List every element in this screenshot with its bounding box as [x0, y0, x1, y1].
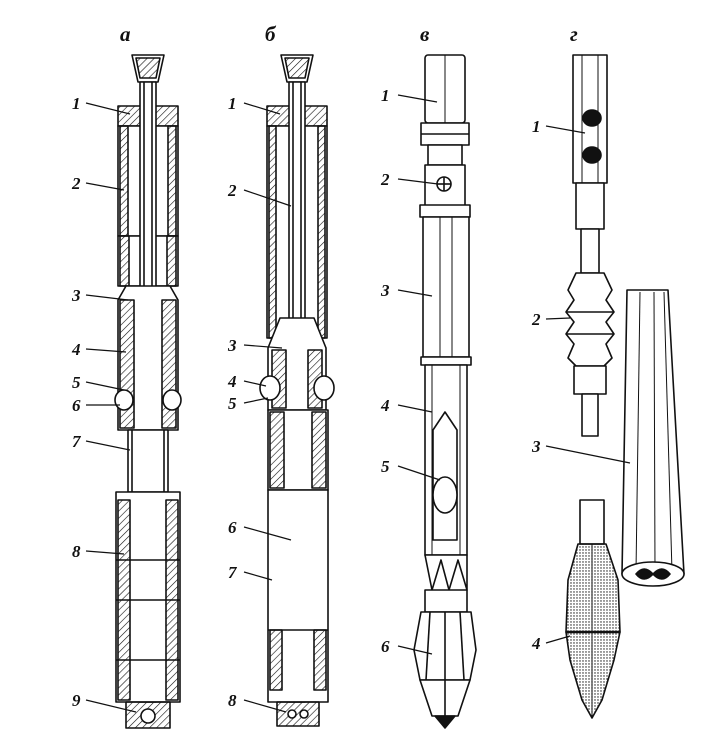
callout-b-1: 1	[228, 94, 237, 113]
callout-c-2: 2	[380, 170, 390, 189]
panel-a-callouts: 1 2 3 4 5 6 7 8 9	[71, 94, 82, 710]
panel-b-title: б	[265, 22, 277, 46]
callout-a-2: 2	[71, 174, 81, 193]
panel-c: в	[380, 22, 477, 729]
callout-d-2: 2	[531, 310, 541, 329]
callout-b-5: 5	[228, 394, 237, 413]
panel-a-drawing	[114, 54, 182, 729]
callout-b-8: 8	[228, 691, 237, 710]
panel-d-title: г	[570, 22, 578, 46]
panel-c-leaders	[397, 94, 441, 655]
panel-a-leaders	[85, 102, 137, 713]
callout-b-3: 3	[227, 336, 237, 355]
callout-b-7: 7	[228, 563, 238, 582]
panel-d-leaders	[545, 125, 631, 644]
callout-b-4: 4	[227, 372, 237, 391]
panel-d-callouts: 1 2 3 4	[531, 117, 541, 653]
callout-a-3: 3	[71, 286, 81, 305]
callout-c-6: 6	[381, 637, 390, 656]
callout-b-6: 6	[228, 518, 237, 537]
callout-d-3: 3	[531, 437, 541, 456]
callout-a-7: 7	[72, 432, 82, 451]
callout-c-1: 1	[381, 86, 390, 105]
panel-c-title: в	[420, 22, 430, 46]
callout-c-3: 3	[380, 281, 390, 300]
panel-b-leaders	[243, 102, 292, 713]
panel-b-drawing	[259, 54, 335, 727]
panel-b-callouts: 1 2 3 4 5 6 7 8	[227, 94, 238, 710]
callout-d-4: 4	[531, 634, 541, 653]
panel-c-drawing	[413, 54, 477, 729]
panel-d-drawing	[565, 54, 685, 719]
panel-a-title: а	[120, 22, 131, 46]
panel-b: б	[227, 22, 335, 727]
panel-c-callouts: 1 2 3 4 5 6	[380, 86, 390, 656]
callout-a-6: 6	[72, 396, 81, 415]
callout-c-4: 4	[380, 396, 390, 415]
panel-d: г	[531, 22, 685, 719]
callout-b-2: 2	[227, 181, 237, 200]
callout-a-1: 1	[72, 94, 81, 113]
callout-a-8: 8	[72, 542, 81, 561]
callout-a-5: 5	[72, 373, 81, 392]
callout-a-4: 4	[71, 340, 81, 359]
callout-c-5: 5	[381, 457, 390, 476]
callout-d-1: 1	[532, 117, 541, 136]
panel-a: а	[71, 22, 182, 729]
callout-a-9: 9	[72, 691, 81, 710]
